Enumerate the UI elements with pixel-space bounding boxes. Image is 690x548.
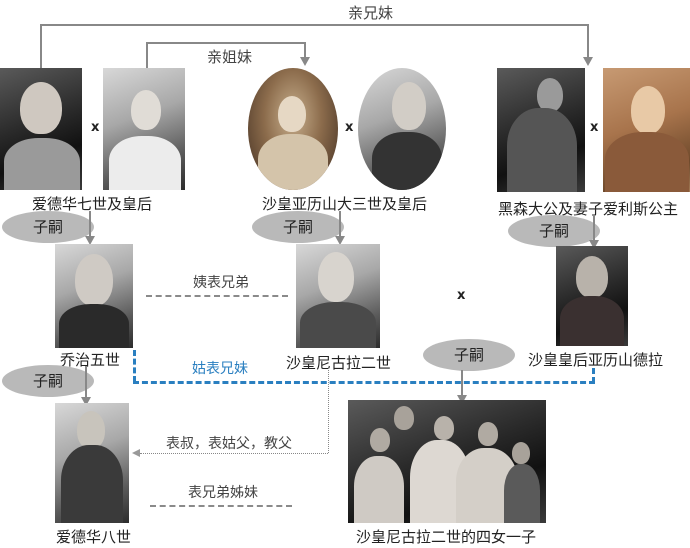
grandchild-label-romanov-children: 沙皇尼古拉二世的四女一子: [356, 528, 537, 546]
relation-label-maternal-cousins: 姨表兄弟: [193, 275, 249, 291]
second-cousin-dashed-line: [150, 505, 292, 507]
sibling-connector-top-horizontal: [40, 24, 588, 26]
offspring-badge: 子嗣: [252, 211, 344, 243]
portrait-grand-duke-hesse: [603, 68, 690, 192]
sister-connector-left-vertical: [146, 42, 148, 68]
child-label-nicholas-ii: 沙皇尼古拉二世: [286, 354, 392, 372]
child-label-empress-alexandra: 沙皇皇后亚历山德拉: [528, 351, 664, 369]
descent-line: [89, 211, 91, 237]
arrow-left-icon: [132, 449, 140, 457]
sister-connector-horizontal: [146, 42, 306, 44]
photo-nicholas-ii-children: [348, 400, 546, 523]
marriage-symbol: x: [345, 120, 354, 135]
paternal-cousin-line-horizontal: [133, 381, 595, 384]
descent-line: [461, 370, 463, 398]
portrait-empress-alexandra: [556, 246, 628, 346]
offspring-badge: 子嗣: [2, 365, 94, 397]
portrait-queen-alexandra: [103, 68, 185, 190]
arrow-down-icon: [457, 395, 467, 404]
arrow-down-icon: [583, 57, 593, 66]
sibling-connector-top-right-vertical: [587, 24, 589, 58]
godfather-dotted-line-horizontal: [140, 453, 328, 454]
portrait-edward-viii: [55, 403, 129, 523]
paternal-cousin-line-right: [592, 368, 595, 383]
relation-label-siblings: 亲兄妹: [348, 4, 394, 22]
sister-connector-right-vertical: [304, 42, 306, 58]
relation-label-godfather: 表叔，表姑父，教父: [166, 436, 292, 452]
grandchild-label-edward-viii: 爱德华八世: [56, 528, 132, 546]
godfather-dotted-line-vertical: [328, 368, 329, 453]
couple-label-grand-duke-hesse: 黑森大公及妻子爱利斯公主: [498, 200, 679, 218]
descent-line: [85, 366, 87, 398]
descent-line: [593, 215, 595, 241]
portrait-george-v: [55, 244, 133, 348]
sibling-connector-top-left-vertical: [40, 24, 42, 68]
offspring-badge: 子嗣: [508, 215, 600, 247]
child-label-george-v: 乔治五世: [60, 351, 121, 369]
cousin-dashed-line: [146, 295, 288, 297]
relation-label-paternal-cousins: 姑表兄妹: [192, 361, 248, 377]
arrow-down-icon: [85, 236, 95, 245]
marriage-symbol: x: [457, 288, 466, 303]
paternal-cousin-line-left: [133, 350, 136, 382]
portrait-alexander-iii: [358, 68, 446, 190]
couple-label-edward-vii: 爱德华七世及皇后: [32, 195, 153, 213]
relation-label-sisters: 亲姐妹: [207, 48, 253, 66]
portrait-empress-maria: [248, 68, 338, 190]
couple-label-alexander-iii: 沙皇亚历山大三世及皇后: [262, 195, 428, 213]
descent-line: [339, 211, 341, 237]
marriage-symbol: x: [91, 120, 100, 135]
marriage-symbol: x: [590, 120, 599, 135]
arrow-down-icon: [589, 240, 599, 249]
portrait-edward-vii: [0, 68, 82, 190]
portrait-nicholas-ii: [296, 244, 380, 348]
offspring-badge: 子嗣: [423, 339, 515, 371]
arrow-down-icon: [335, 236, 345, 245]
arrow-down-icon: [300, 57, 310, 66]
relation-label-second-cousins: 表兄弟姊妹: [188, 485, 258, 501]
portrait-princess-alice: [497, 68, 585, 192]
arrow-down-icon: [81, 397, 91, 406]
offspring-badge: 子嗣: [2, 211, 94, 243]
